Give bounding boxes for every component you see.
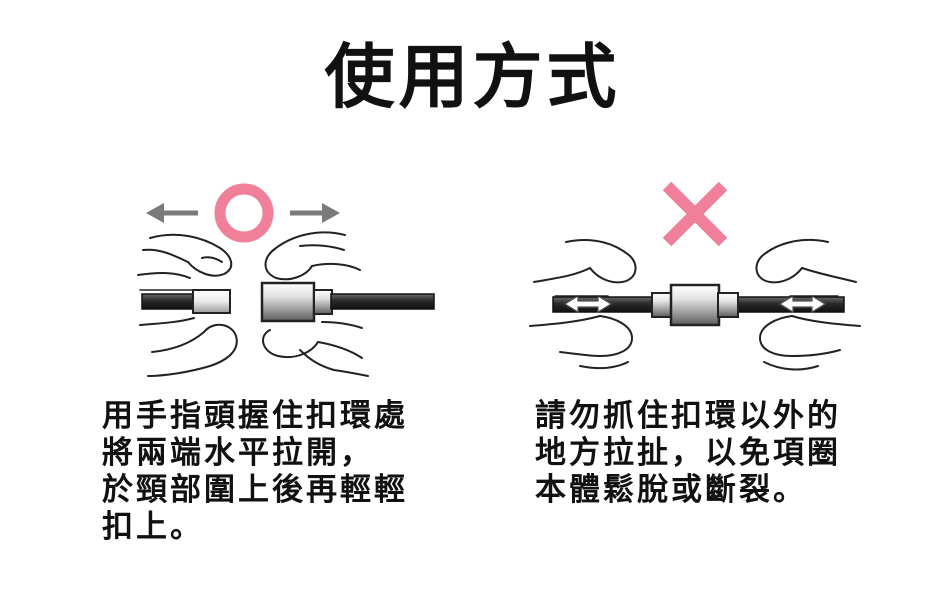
left-caption-line: 將兩端水平拉開， [102,435,374,471]
left-caption-line: 扣上。 [102,509,204,545]
clasp-right-collar-2 [717,292,739,318]
right-illustration [529,181,861,371]
arrow-right-icon [290,203,340,223]
left-caption: 用手指頭握住扣環處 將兩端水平拉開， 於頸部圍上後再輕輕 扣上。 [102,398,408,546]
cord-right-segment [330,293,435,310]
right-caption-line: 本體鬆脫或斷裂。 [535,472,807,508]
pull-arrow-right-icon [778,294,827,314]
right-caption: 請勿抓住扣環以外的 地方拉扯，以免項圈 本體鬆脫或斷裂。 [535,398,841,509]
left-hand-wrong-icon [529,238,637,370]
clasp-left-collar [651,292,673,318]
right-caption-line: 請勿抓住扣環以外的 [535,398,841,434]
clasp-left-part [192,289,231,314]
arrow-left-icon [146,203,198,223]
cord-left-segment [141,293,195,310]
left-caption-line: 用手指頭握住扣環處 [102,398,408,434]
right-caption-line: 地方拉扯，以免項圈 [535,435,841,471]
page-title: 使用方式 [324,36,621,118]
pull-arrow-left-icon [563,294,613,314]
clasp-right-collar [313,289,333,315]
clasp-body [669,283,721,327]
left-illustration [137,183,435,377]
right-hand-icon [262,231,369,377]
clasp-right-body [260,281,316,323]
left-hand-icon [137,233,238,377]
right-hand-wrong-icon [755,238,861,371]
correct-circle-icon [214,183,274,243]
wrong-x-icon [662,181,728,247]
left-caption-line: 於頸部圍上後再輕輕 [102,472,408,508]
